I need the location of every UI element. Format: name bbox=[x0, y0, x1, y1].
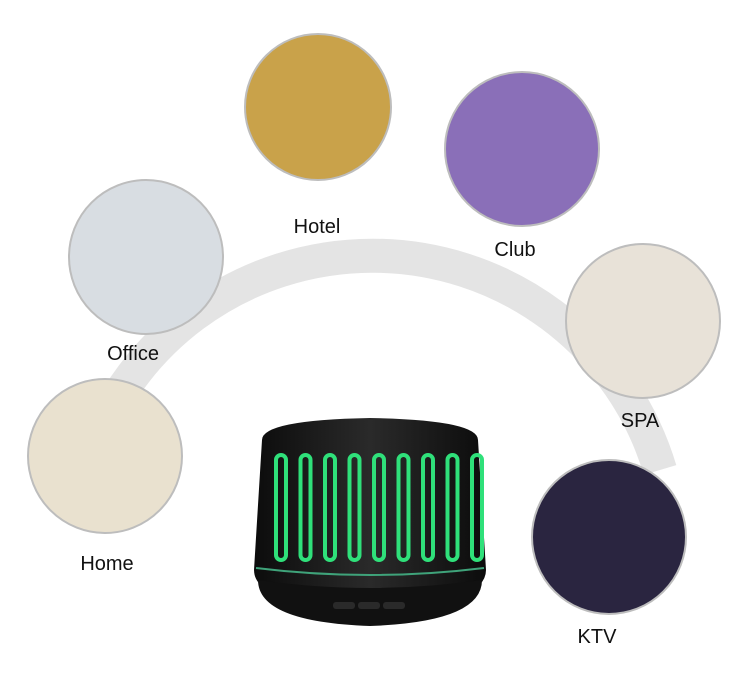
office-photo-icon bbox=[68, 179, 224, 335]
aroma-diffuser-icon bbox=[254, 418, 486, 626]
mist-button[interactable] bbox=[358, 602, 380, 609]
light-slot bbox=[347, 453, 362, 562]
scene-label: SPA bbox=[620, 410, 660, 432]
scene-label: Office bbox=[107, 343, 159, 365]
scene-label: Club bbox=[494, 239, 536, 261]
light-slot bbox=[445, 453, 460, 562]
hotel-lobby-photo-icon bbox=[244, 33, 392, 181]
power-button[interactable] bbox=[333, 602, 355, 609]
scene-label: KTV bbox=[577, 626, 617, 648]
yoga-club-photo-icon bbox=[444, 71, 600, 227]
light-slot bbox=[298, 453, 313, 562]
light-slot bbox=[372, 453, 386, 562]
light-button[interactable] bbox=[383, 602, 405, 609]
light-slot bbox=[470, 453, 484, 562]
light-slot bbox=[274, 453, 288, 562]
light-slot bbox=[323, 453, 337, 562]
living-room-photo-icon bbox=[27, 378, 183, 534]
scene-label: Hotel bbox=[293, 216, 341, 238]
light-slot bbox=[396, 453, 411, 562]
spa-massage-photo-icon bbox=[565, 243, 721, 399]
scene-label: Home bbox=[80, 553, 134, 575]
ktv-room-photo-icon bbox=[531, 459, 687, 615]
light-slot bbox=[421, 453, 435, 562]
